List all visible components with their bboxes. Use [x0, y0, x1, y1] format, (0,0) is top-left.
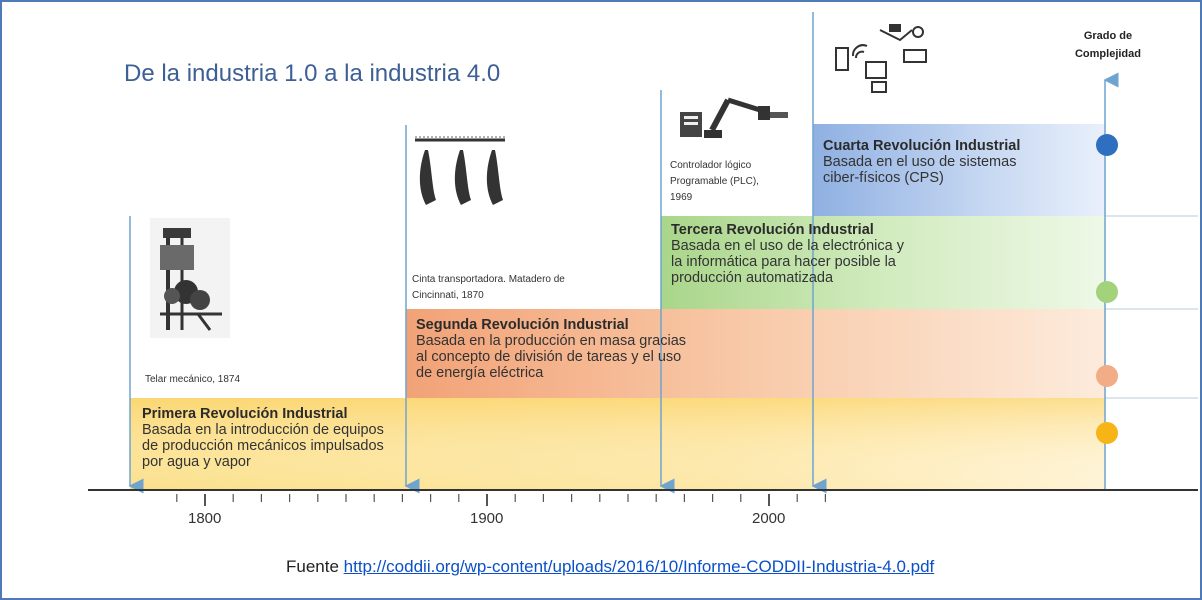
first-revolution-desc-3: por agua y vapor	[142, 454, 251, 470]
band-second-revolution	[406, 309, 1105, 398]
plc-caption-line2: Programable (PLC),	[670, 176, 759, 187]
fourth-revolution-desc-1: Basada en el uso de sistemas	[823, 154, 1017, 170]
conveyor-icon	[415, 136, 505, 205]
loom-icon	[150, 218, 230, 338]
loom-caption: Telar mecánico, 1874	[145, 374, 241, 385]
plc-caption-line3: 1969	[670, 192, 693, 203]
first-revolution-desc-1: Basada en la introducción de equipos	[142, 422, 384, 438]
dot-fourth	[1096, 134, 1118, 156]
source-prefix: Fuente	[286, 557, 344, 576]
first-revolution-title: Primera Revolución Industrial	[142, 406, 348, 422]
source-link[interactable]: http://coddii.org/wp-content/uploads/201…	[343, 557, 935, 576]
fourth-revolution-title: Cuarta Revolución Industrial	[823, 138, 1021, 154]
conveyor-caption-line2: Cincinnati, 1870	[412, 290, 484, 301]
tick-label-1800: 1800	[188, 510, 222, 527]
cyber-physical-icon	[835, 24, 927, 93]
conveyor-caption: Cinta transportadora. Matadero de Cincin…	[412, 272, 565, 304]
conveyor-caption-line1: Cinta transportadora. Matadero de	[412, 274, 565, 285]
complexity-label-line2: Complejidad	[1074, 48, 1141, 60]
dot-second	[1096, 365, 1118, 387]
dot-first	[1096, 422, 1118, 444]
second-revolution-desc-1: Basada en la producción en masa gracias	[416, 333, 687, 349]
third-revolution-desc-1: Basada en el uso de la electrónica y	[671, 238, 904, 254]
robot-arm-icon	[680, 97, 788, 138]
dot-third	[1096, 281, 1118, 303]
diagram-title: De la industria 1.0 a la industria 4.0	[124, 60, 501, 87]
band-fourth-revolution	[813, 124, 1105, 216]
second-revolution-desc-2: al concepto de división de tareas y el u…	[416, 349, 682, 365]
tick-label-1900: 1900	[470, 510, 504, 527]
source-line: Fuente http://coddii.org/wp-content/uplo…	[286, 557, 934, 577]
plc-caption-line1: Controlador lógico	[670, 160, 752, 171]
second-revolution-title: Segunda Revolución Industrial	[416, 317, 629, 333]
band-third-revolution	[661, 216, 1105, 309]
third-revolution-desc-2: la informática para hacer posible la	[671, 254, 896, 270]
second-revolution-desc-3: de energía eléctrica	[416, 365, 544, 381]
plc-caption: Controlador lógico Programable (PLC), 19…	[670, 158, 759, 206]
complexity-label-line1: Grado de	[1083, 30, 1133, 42]
third-revolution-title: Tercera Revolución Industrial	[671, 222, 874, 238]
first-revolution-desc-2: de producción mecánicos impulsados	[142, 438, 384, 454]
third-revolution-desc-3: producción automatizada	[671, 270, 834, 286]
tick-label-2000: 2000	[752, 510, 786, 527]
complexity-label: Grado de Complejidad	[1058, 27, 1158, 63]
fourth-revolution-desc-2: ciber-físicos (CPS)	[823, 170, 944, 186]
